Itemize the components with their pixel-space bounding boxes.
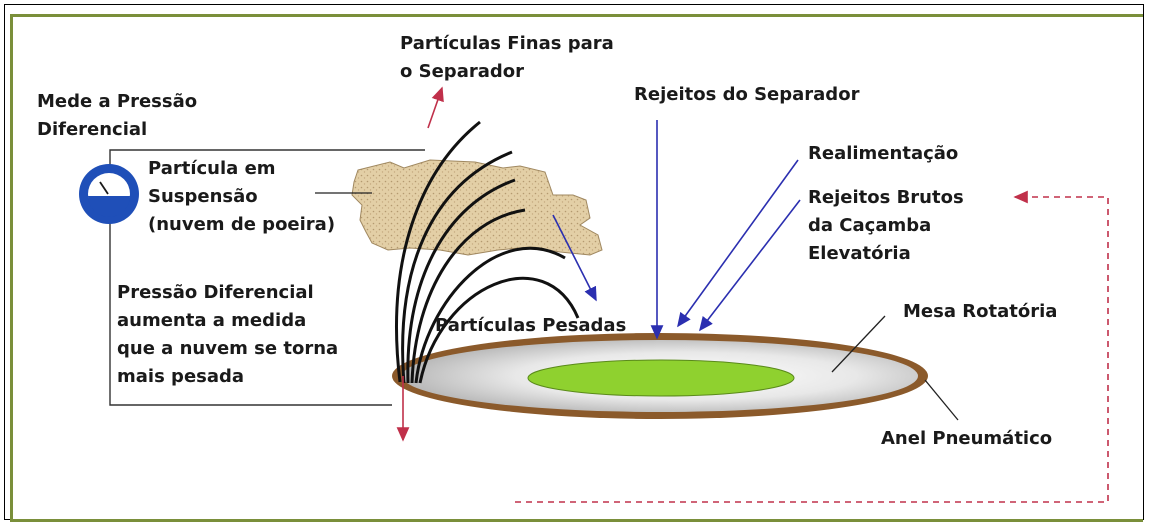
- leader-lines: [315, 192, 959, 421]
- feedback-arrow: [677, 159, 799, 328]
- raw-rejects-arrow: [699, 199, 801, 332]
- raw-rejects-label: Rejeitos Brutos da Caçamba Elevatória: [808, 187, 964, 264]
- inner-frame: [10, 14, 1143, 522]
- pneumatic-ring-label: Anel Pneumático: [881, 428, 1053, 449]
- red-arrows: [396, 86, 444, 442]
- measures-pressure-label: Mede a Pressão Diferencial: [37, 91, 198, 140]
- feedback-label: Realimentação: [808, 143, 959, 164]
- particle-trajectories: [395, 120, 580, 384]
- dust-cloud: [351, 159, 603, 256]
- heavy-particles-arrow: [552, 214, 597, 302]
- suspended-particle-label: Partícula em Suspensão (nuvem de poeira): [148, 158, 336, 235]
- rotary-table-label: Mesa Rotatória: [903, 301, 1058, 322]
- rotary-table: [392, 333, 928, 419]
- pressure-line: [109, 149, 425, 406]
- pressure-increases-label: Pressão Diferencial aumenta a medida que…: [117, 282, 339, 387]
- flow-arrows: [552, 120, 801, 340]
- separator-rejects-label: Rejeitos do Separador: [634, 84, 860, 105]
- fine-particles-label: Partículas Finas para o Separador: [400, 33, 614, 82]
- pressure-gauge-icon: [79, 164, 139, 224]
- heavy-particles-label: Partículas Pesadas: [435, 315, 627, 336]
- fine-particles-arrow: [427, 86, 444, 129]
